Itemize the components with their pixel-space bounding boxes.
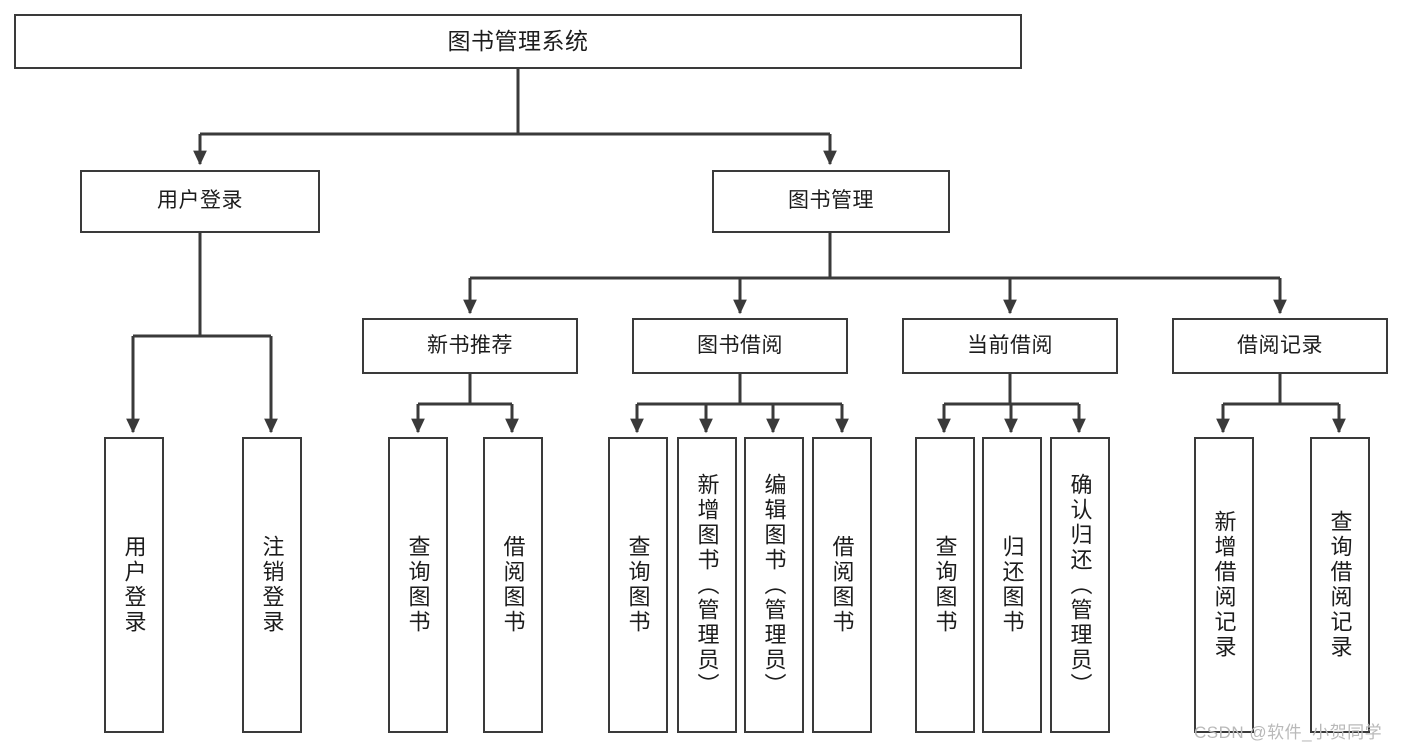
node-borrowing-records[interactable]: 借阅记录 [1172, 318, 1388, 374]
leaf-confirm-return-admin[interactable]: 确认归还（管理员） [1050, 437, 1110, 733]
node-label: 编辑图书（管理员） [761, 472, 787, 698]
node-current-borrowing[interactable]: 当前借阅 [902, 318, 1118, 374]
node-label: 当前借阅 [967, 333, 1053, 357]
node-label: 用户登录 [121, 535, 147, 635]
leaf-query-books-recommendation[interactable]: 查询图书 [388, 437, 448, 733]
leaf-return-books[interactable]: 归还图书 [982, 437, 1042, 733]
node-root-book-management-system[interactable]: 图书管理系统 [14, 14, 1022, 69]
leaf-query-borrowing-record[interactable]: 查询借阅记录 [1310, 437, 1370, 733]
node-book-management[interactable]: 图书管理 [712, 170, 950, 233]
node-label: 确认归还（管理员） [1067, 472, 1093, 698]
node-book-borrowing[interactable]: 图书借阅 [632, 318, 848, 374]
node-new-book-recommendation[interactable]: 新书推荐 [362, 318, 578, 374]
node-label: 新增借阅记录 [1211, 510, 1237, 660]
node-label: 借阅记录 [1237, 333, 1323, 357]
node-label: 用户登录 [157, 189, 243, 213]
leaf-add-borrowing-record[interactable]: 新增借阅记录 [1194, 437, 1254, 733]
node-label: 借阅图书 [500, 535, 526, 635]
leaf-logout[interactable]: 注销登录 [242, 437, 302, 733]
node-label: 新增图书（管理员） [694, 472, 720, 698]
leaf-query-books-borrowing[interactable]: 查询图书 [608, 437, 668, 733]
csdn-watermark: CSDN @软件_小贺同学 [1194, 723, 1383, 742]
node-label: 注销登录 [259, 535, 285, 635]
node-label: 查询图书 [932, 535, 958, 635]
node-label: 借阅图书 [829, 535, 855, 635]
leaf-borrow-books-recommendation[interactable]: 借阅图书 [483, 437, 543, 733]
node-label: 图书管理系统 [447, 27, 589, 54]
leaf-query-books-current[interactable]: 查询图书 [915, 437, 975, 733]
node-label: 归还图书 [999, 535, 1025, 635]
leaf-add-book-admin[interactable]: 新增图书（管理员） [677, 437, 737, 733]
node-label: 查询图书 [405, 535, 431, 635]
node-label: 新书推荐 [427, 333, 513, 357]
node-label: 查询借阅记录 [1327, 510, 1353, 660]
leaf-borrow-books-borrowing[interactable]: 借阅图书 [812, 437, 872, 733]
leaf-user-login[interactable]: 用户登录 [104, 437, 164, 733]
node-label: 查询图书 [625, 535, 651, 635]
node-label: 图书管理 [788, 189, 874, 213]
node-label: 图书借阅 [697, 333, 783, 357]
leaf-edit-book-admin[interactable]: 编辑图书（管理员） [744, 437, 804, 733]
node-user-login[interactable]: 用户登录 [80, 170, 320, 233]
